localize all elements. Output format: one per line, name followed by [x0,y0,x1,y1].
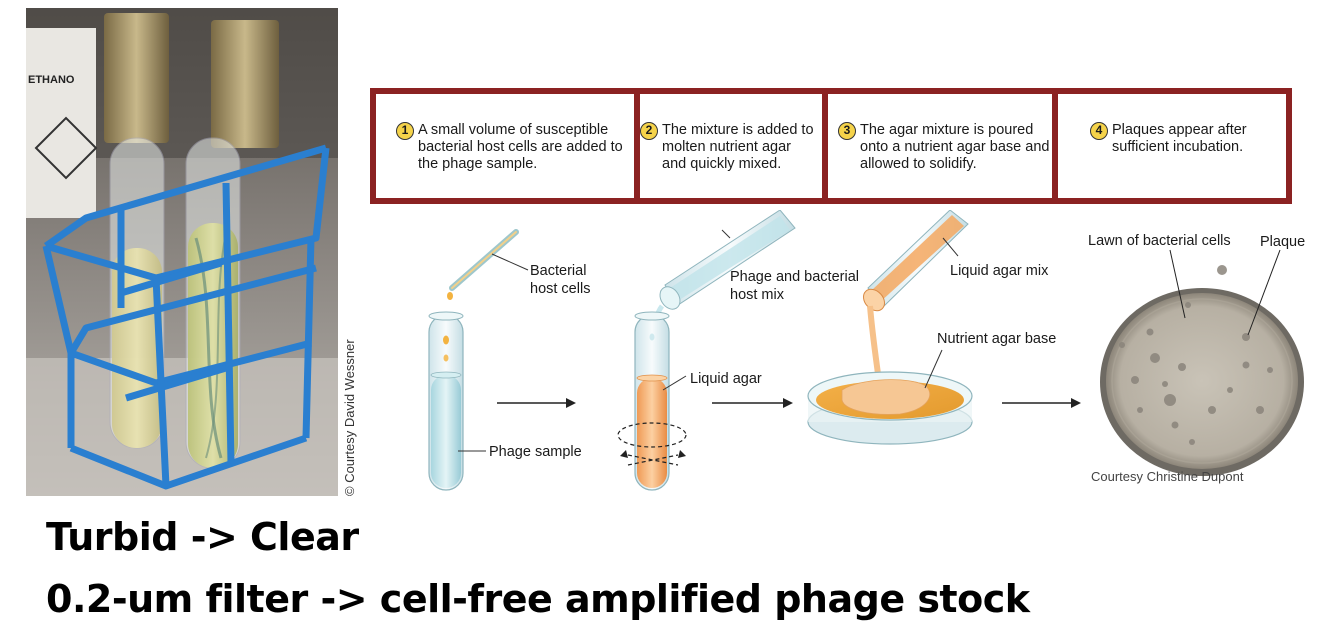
plaque-spots [1119,265,1273,445]
photo-illustration: ETHANO [26,8,338,496]
step-3-description: The agar mixture is poured onto a nutrie… [860,122,1050,172]
step-4-description: Plaques appear after sufficient incubati… [1112,122,1247,155]
step-3-box [822,88,1058,204]
step-2-description: The mixture is added to molten nutrient … [662,122,814,172]
mixing-motion-icon [617,422,687,466]
svg-text:ETHANO: ETHANO [28,74,75,86]
diagram-graphics [428,209,1304,491]
step-4-box [1052,88,1292,204]
plaque-plate-photo [1100,288,1304,476]
label-plaque: Plaque [1260,234,1306,250]
step-1-number: 1 [396,122,414,140]
label-liquid-agar: Liquid agar [690,371,762,387]
label-lawn-bacterial-cells: Lawn of bacterial cells [1088,233,1231,249]
label-phage-host-mix: Phage and bacterial host mix [730,269,859,303]
step-4-number: 4 [1090,122,1108,140]
label-bacterial-host-cells: Bacterial host cells [530,263,591,297]
nutrient-agar-dish [807,371,973,445]
filter-phage-stock-line: 0.2-um filter -> cell-free amplified pha… [46,577,1030,621]
pipette-icon [447,229,519,300]
liquid-agar-mix-pour-tube [862,209,969,389]
step-3-number: 3 [838,122,856,140]
step-2-number: 2 [640,122,658,140]
label-phage-sample: Phage sample [489,444,582,460]
plaque-assay-diagram: Bacterial host cells Phage sample Phage … [380,209,1320,510]
label-liquid-agar-mix: Liquid agar mix [950,263,1049,279]
turbid-clear-line: Turbid -> Clear [46,515,359,559]
phage-sample-tube [428,311,464,491]
step-2-box [634,88,828,204]
step-1-description: A small volume of susceptible bacterial … [418,122,623,172]
test-tube-rack-photo: ETHANO [26,8,338,496]
label-nutrient-agar-base: Nutrient agar base [937,331,1057,347]
liquid-agar-tube [634,311,670,491]
step-1-box [370,88,640,204]
plate-photo-credit: Courtesy Christine Dupont [1091,469,1244,484]
